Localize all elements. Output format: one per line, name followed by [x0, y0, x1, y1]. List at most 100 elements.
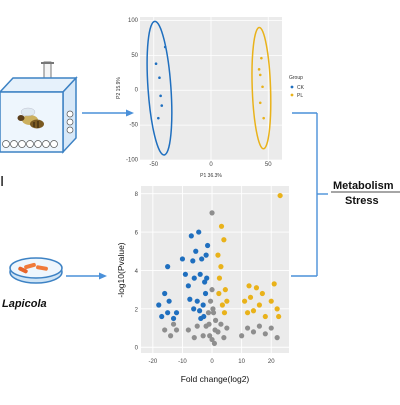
volcano-point-ns	[209, 287, 215, 293]
pca-y-axis-title: P2 15.9%	[116, 77, 122, 99]
volcano-y-tick-label: 6	[135, 231, 139, 237]
volcano-point-ns	[212, 317, 219, 323]
bee-cage-illustration	[0, 61, 78, 154]
volcano-point-up	[242, 298, 248, 304]
volcano-x-tick-label: -20	[149, 359, 158, 365]
pca-y-tick-label: -100	[126, 158, 139, 164]
volcano-y-tick-label: 0	[135, 346, 139, 352]
volcano-point-ns	[168, 333, 174, 339]
bacteria-icon	[24, 262, 36, 270]
volcano-point-up	[221, 237, 227, 243]
volcano-x-tick-label: -10	[178, 359, 187, 365]
pca-y-tick-label: -50	[129, 123, 138, 129]
pca-y-tick-label: 0	[135, 88, 139, 94]
arrow-cage-to-pca	[82, 109, 134, 117]
pca-point-ck	[157, 116, 160, 120]
volcano-point-down	[187, 296, 193, 302]
pca-ellipse-pl	[251, 26, 272, 150]
volcano-point-down	[193, 248, 199, 254]
volcano-point-ns	[215, 329, 221, 335]
volcano-point-ns	[209, 336, 215, 343]
volcano-point-up	[274, 306, 280, 312]
volcano-point-up	[224, 298, 230, 304]
volcano-point-up	[221, 310, 228, 316]
volcano-point-ns	[200, 333, 206, 339]
volcano-point-down	[182, 271, 188, 277]
volcano-x-tick-label: 10	[238, 359, 245, 365]
volcano-point-ns	[256, 323, 262, 329]
volcano-point-ns	[170, 321, 177, 327]
pca-point-ck	[163, 45, 167, 49]
volcano-point-down	[202, 279, 208, 285]
pca-point-ck	[154, 62, 158, 66]
volcano-point-up	[219, 302, 225, 308]
volcano-point-ns	[185, 327, 191, 333]
left-partial-label-a: I	[0, 173, 4, 190]
pca-point-pl	[262, 116, 265, 120]
volcano-point-ns	[203, 323, 209, 329]
bacteria-icon	[18, 266, 28, 274]
pca-point-pl	[261, 85, 264, 89]
pca-point-pl	[257, 68, 261, 71]
volcano-point-down	[205, 242, 211, 249]
volcano-point-down	[173, 310, 180, 316]
volcano-point-down	[190, 258, 196, 264]
pca-point-ck	[160, 104, 164, 107]
volcano-point-ns	[162, 327, 168, 333]
volcano-point-ns	[221, 335, 227, 341]
syringe-plunger-icon	[41, 62, 54, 64]
pca-legend-ck-swatch	[290, 85, 294, 89]
pca-points	[154, 45, 265, 120]
volcano-point-up	[216, 290, 222, 297]
volcano-point-ns	[239, 333, 245, 339]
volcano-point-up	[222, 287, 228, 293]
volcano-point-down	[202, 290, 209, 297]
bee-icon	[17, 107, 44, 129]
pca-point-ck	[159, 94, 162, 98]
volcano-point-up	[246, 283, 252, 289]
volcano-point-up	[262, 313, 268, 320]
volcano-point-ns	[262, 331, 268, 337]
pca-x-tick-label: -50	[149, 162, 158, 168]
pca-legend-pl-label: PL	[297, 93, 303, 99]
volcano-point-ns	[173, 327, 180, 333]
pca-point-pl	[260, 56, 263, 60]
volcano-point-ns	[211, 340, 218, 347]
volcano-x-ticks: -20 -10 0 10 20	[149, 359, 276, 365]
pca-point-pl	[258, 73, 262, 77]
pca-point-ck	[158, 76, 161, 79]
pca-ellipse-ck	[146, 20, 173, 156]
volcano-point-down	[165, 310, 171, 316]
volcano-point-down	[165, 264, 171, 270]
volcano-x-tick-label: 20	[268, 359, 275, 365]
pca-x-tick-label: 50	[265, 162, 272, 168]
volcano-y-tick-label: 2	[135, 307, 139, 313]
arrow-dish-to-volcano	[66, 272, 107, 280]
volcano-x-tick-label: 0	[210, 359, 214, 365]
pca-grid	[140, 17, 282, 161]
volcano-point-down	[191, 306, 197, 312]
pca-x-axis-title: P1 36.3%	[200, 173, 222, 179]
volcano-point-up	[244, 310, 251, 316]
volcano-point-down	[191, 275, 197, 281]
volcano-x-axis-title: Fold change(log2)	[181, 374, 250, 384]
volcano-point-down	[156, 302, 162, 308]
volcano-point-ns	[205, 310, 212, 316]
volcano-point-down	[204, 275, 210, 281]
volcano-points	[156, 192, 283, 347]
cage-feeder-holes	[2, 110, 74, 148]
pca-y-tick-label: 100	[128, 18, 139, 24]
volcano-point-up	[215, 252, 221, 258]
label-stress: Stress	[345, 195, 379, 207]
volcano-y-axis-title: -log10(Pvalue)	[116, 242, 126, 297]
pca-legend-ck-label: CK	[297, 85, 305, 91]
volcano-point-down	[196, 229, 202, 235]
pca-y-tick-label: 50	[131, 53, 138, 59]
volcano-point-up	[259, 290, 265, 297]
volcano-point-down	[194, 298, 200, 304]
volcano-point-down	[188, 233, 194, 239]
